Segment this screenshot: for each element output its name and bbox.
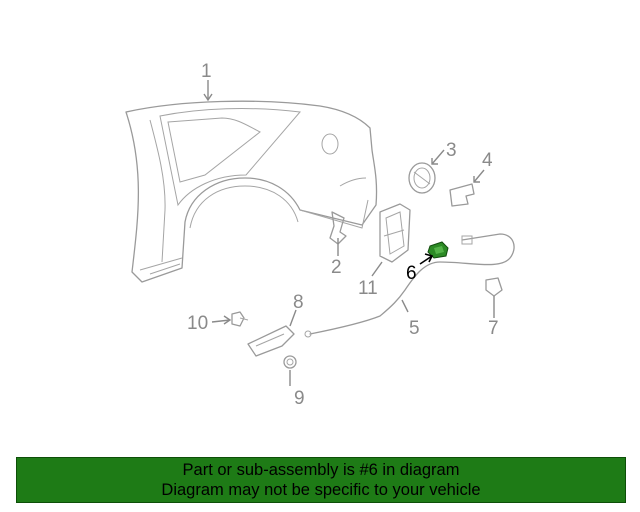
callout-1: 1	[201, 61, 212, 82]
callout-11: 11	[358, 278, 378, 299]
clip-part-4	[449, 183, 475, 207]
banner-line-2: Diagram may not be specific to your vehi…	[161, 481, 481, 499]
actuator-part-6-highlighted	[427, 241, 449, 259]
callout-3: 3	[446, 140, 457, 161]
release-handle-part-8	[247, 325, 295, 357]
bolt-part-10	[231, 311, 249, 327]
fuel-door-housing-part-11	[379, 203, 411, 263]
banner-line-1: Part or sub-assembly is #6 in diagram	[182, 461, 460, 479]
callout-4: 4	[482, 150, 493, 171]
callout-6: 6	[406, 263, 417, 284]
callout-9: 9	[294, 388, 305, 409]
part-info-banner: Part or sub-assembly is #6 in diagram Di…	[16, 457, 626, 503]
callout-2: 2	[331, 257, 342, 278]
release-cable-part-5	[304, 233, 515, 338]
bracket-part-2	[329, 211, 347, 245]
fuel-cap-part-3	[408, 162, 436, 194]
quarter-panel-part-1	[125, 100, 378, 283]
callout-7: 7	[488, 318, 499, 339]
callout-5: 5	[409, 318, 420, 339]
nut-part-9	[283, 355, 297, 369]
leader-arrows	[203, 80, 495, 386]
callout-8: 8	[293, 292, 304, 313]
callout-10: 10	[187, 313, 208, 334]
parts-diagram: 1 2 3 4 5 6 7 8 9 10 11	[125, 61, 515, 409]
grommet-part-7	[485, 277, 503, 297]
